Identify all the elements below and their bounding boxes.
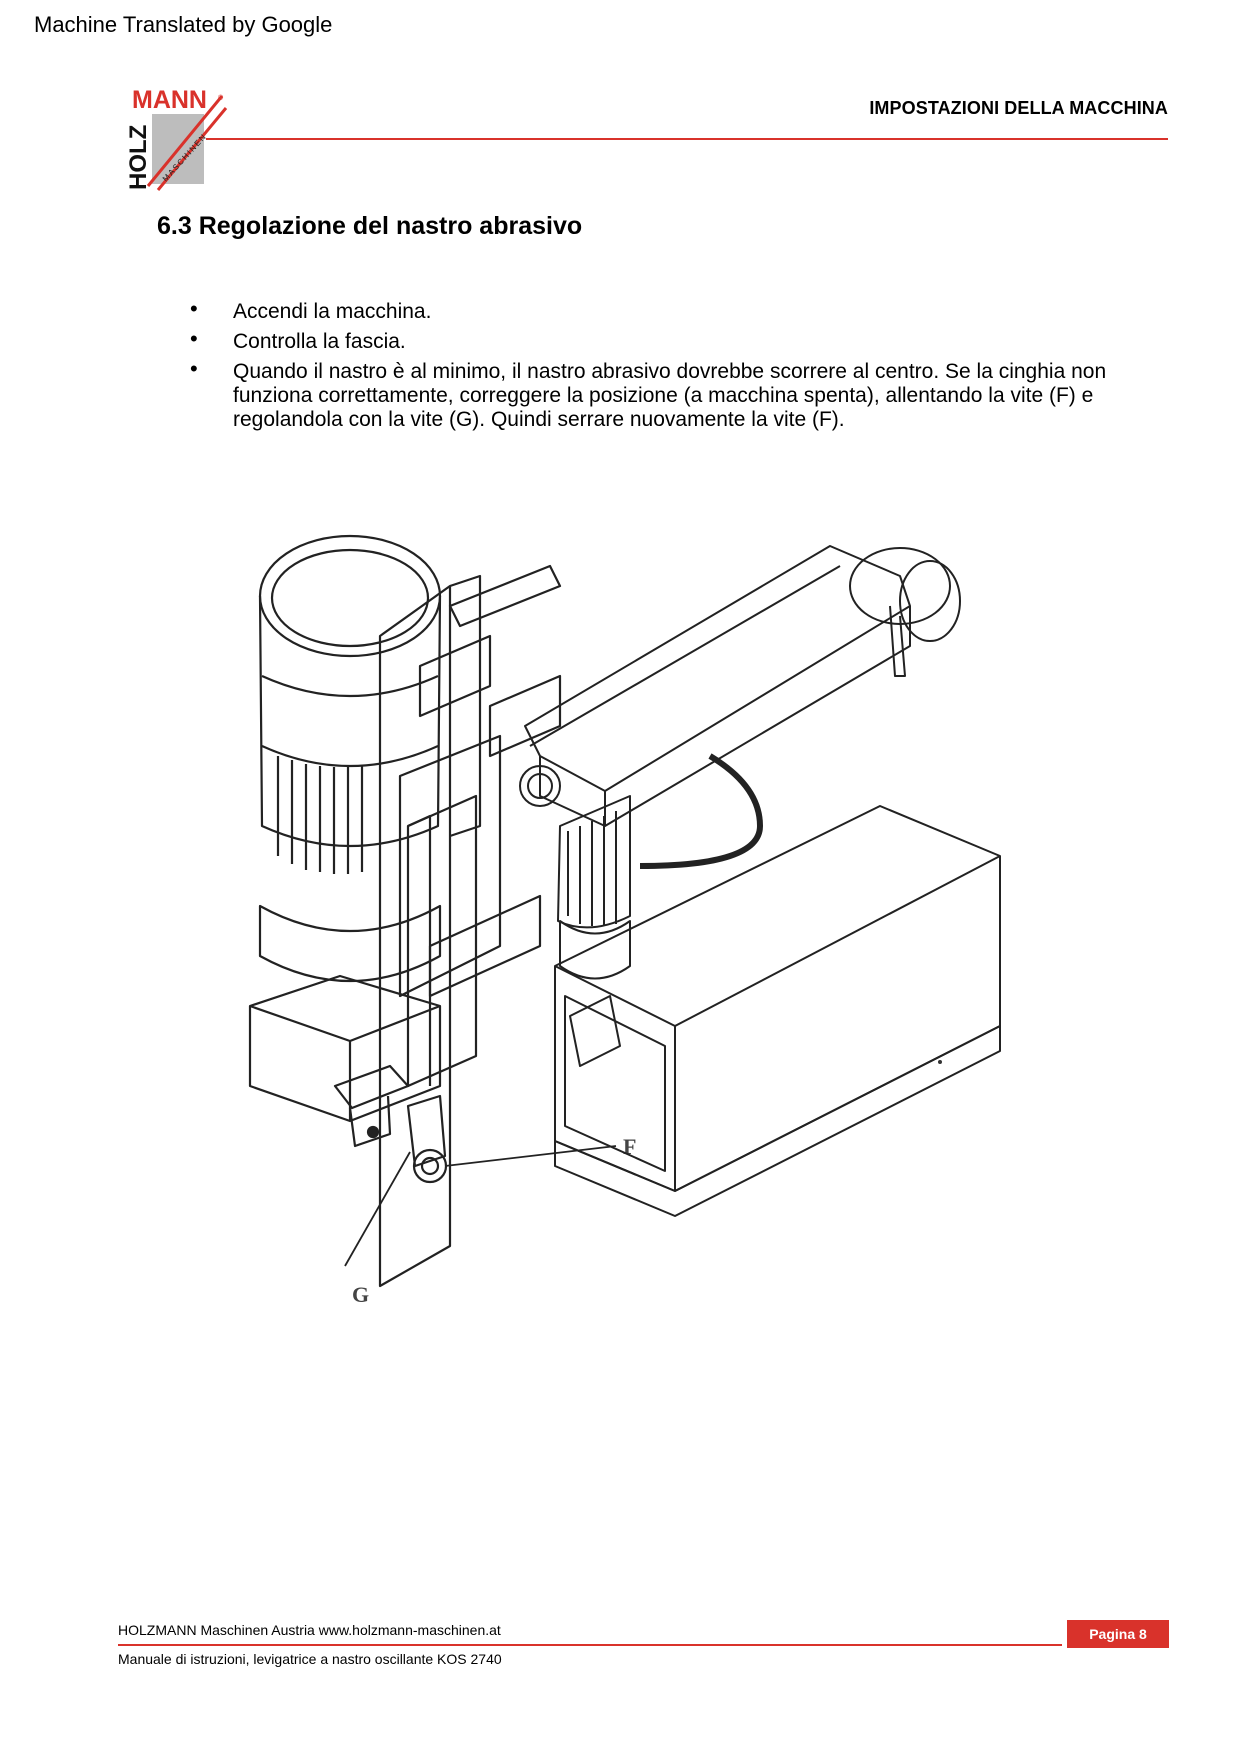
bullet-icon: • xyxy=(190,326,198,351)
machine-translated-banner: Machine Translated by Google xyxy=(34,12,333,37)
belt-adjustment-illustration: F G xyxy=(248,534,1001,1307)
list-item: • Quando il nastro è al minimo, il nastro… xyxy=(190,356,1160,432)
bullet-icon: • xyxy=(190,296,198,321)
page-number-badge: Pagina 8 xyxy=(1067,1620,1169,1648)
label-g: G xyxy=(352,1282,369,1307)
header-divider xyxy=(206,138,1168,140)
logo-mann-text: MANN xyxy=(132,86,207,114)
list-item: • Accendi la macchina. xyxy=(190,296,1160,324)
footer-company: HOLZMANN Maschinen Austria www.holzmann-… xyxy=(118,1622,501,1638)
section-title: 6.3 Regolazione del nastro abrasivo xyxy=(157,212,583,240)
header-title: IMPOSTAZIONI DELLA MACCHINA xyxy=(869,98,1168,118)
instruction-list: • Accendi la macchina. • Controlla la fasc… xyxy=(190,296,1160,438)
list-item-text: Accendi la macchina. xyxy=(233,300,432,323)
holzmann-logo: MANN ® HOLZ MASCHINEN xyxy=(125,86,228,191)
footer-divider xyxy=(118,1644,1062,1646)
list-item-text: Controlla la fascia. xyxy=(233,330,406,353)
footer-manual-title: Manuale di istruzioni, levigatrice a nas… xyxy=(118,1651,502,1667)
list-item: • Controlla la fascia. xyxy=(190,326,1160,354)
logo-holz-text: HOLZ xyxy=(125,125,152,190)
list-item-text: Quando il nastro è al minimo, il nastro … xyxy=(233,360,1107,431)
bullet-icon: • xyxy=(190,356,198,381)
